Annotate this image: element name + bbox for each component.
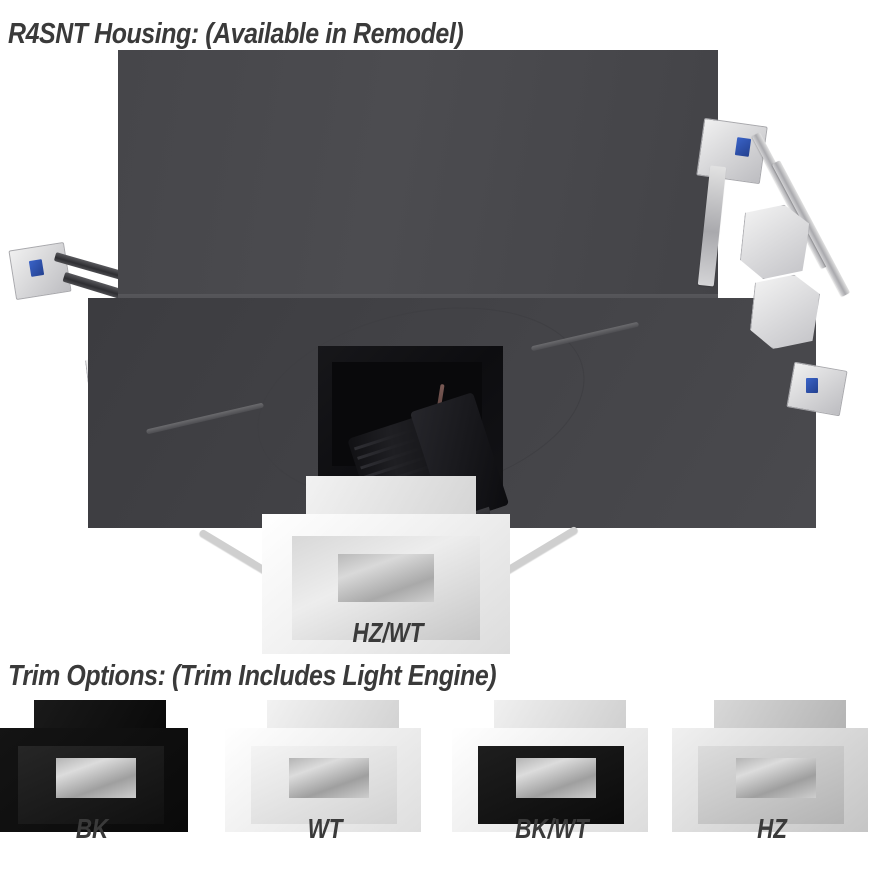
bar-hanger-right-far-blue-chip-icon	[806, 378, 818, 393]
trim-swatch-bkwt[interactable]: BK/WT	[452, 700, 652, 844]
trim-aperture	[736, 758, 816, 798]
bar-hanger-right-end-clip	[696, 117, 768, 185]
bar-hanger-right-blue-chip-icon	[734, 137, 752, 157]
trim-aperture	[56, 758, 136, 798]
trim-options-heading: Trim Options: (Trim Includes Light Engin…	[8, 660, 497, 692]
trim-swatch-hz[interactable]: HZ	[672, 700, 872, 844]
hzwt-trim-assembly	[198, 476, 579, 654]
trim-aperture	[289, 758, 369, 798]
trim-swatch-label-hz: HZ	[757, 813, 787, 844]
trim-aperture	[516, 758, 596, 798]
trim-options-row: BK WT BK/WT HZ	[0, 700, 879, 844]
trim-swatch-bk[interactable]: BK	[0, 700, 192, 844]
bar-hanger-left-blue-chip-icon	[28, 259, 45, 277]
trim-swatch-label-wt: WT	[307, 813, 343, 844]
housing-product-image	[0, 46, 879, 654]
hzwt-trim-label: HZ/WT	[352, 617, 424, 648]
housing-heading: R4SNT Housing: (Available in Remodel)	[8, 18, 464, 50]
trim-swatch-label-bk: BK	[75, 813, 109, 844]
trim-swatch-wt[interactable]: WT	[225, 700, 425, 844]
trim-aperture	[338, 554, 434, 602]
trim-swatch-label-bkwt: BK/WT	[515, 813, 589, 844]
housing-top-panel	[118, 50, 718, 310]
